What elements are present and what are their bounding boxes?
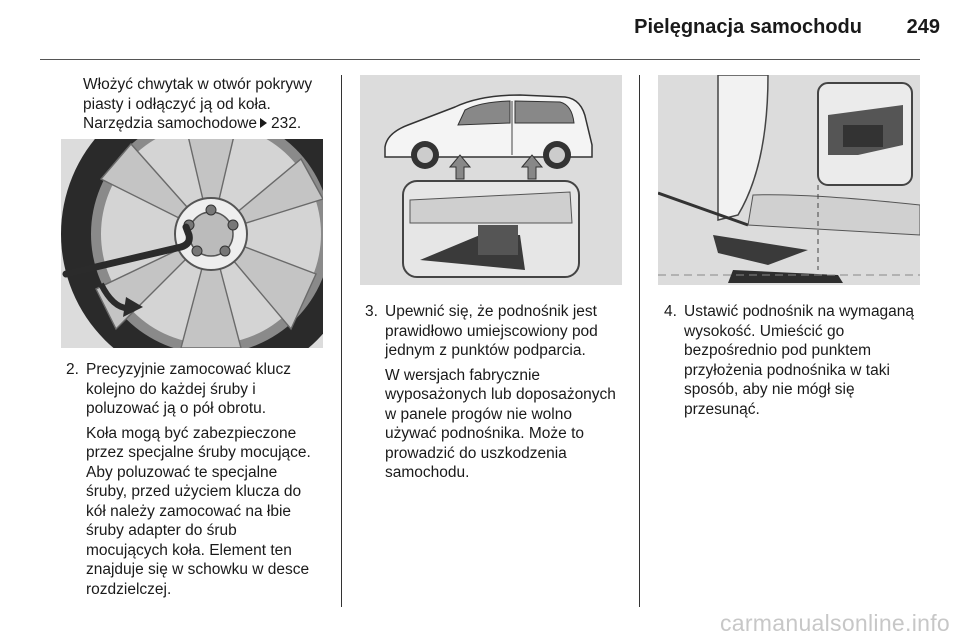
watermark: carmanualsonline.info [719,610,950,636]
page-reference-arrow-icon [260,118,268,128]
step-3-note: W wersjach fabrycznie wyposażonych lub d… [365,366,639,483]
step-3-number: 3. [365,303,378,320]
step-2-note-line: Aby poluzować te specjalne [86,463,278,481]
step-2-line: Precyzyjnie zamocować klucz [86,361,292,378]
step-2-number: 2. [66,361,79,378]
intro-ref-page[interactable]: 232. [271,115,302,132]
step-3-line: prawidłowo umiejscowiony pod [385,322,598,340]
step-2-note-line: znajduje się w schowku w desce [86,561,310,578]
intro-line-3: Narzędzia samochodowe 232. [83,114,341,134]
column-divider-1 [341,75,342,607]
page-number: 249 [906,16,940,38]
step-2-note-line: mocujących koła. Element ten [86,541,292,559]
header-divider [40,59,920,60]
wheel-hub-cap-illustration [61,139,323,348]
step-3-note-line: samochodu. [385,464,470,481]
intro-ref-text: Narzędzia samochodowe [83,115,258,132]
step-2-note-line: śruby adapter do śrub [86,522,237,539]
intro-text: Włożyć chwytak w otwór pokrywy piasty i … [83,75,341,134]
step-2-note-line: rozdzielczej. [86,580,172,598]
step-3-line: Upewnić się, że podnośnik jest [385,303,597,320]
step-2-note-line: śruby, przed użyciem klucza do [86,483,302,500]
step-2: 2. Precyzyjnie zamocować klucz kolejno d… [66,360,341,599]
step-2-note-line: kół należy zamocować na łbie [86,502,292,520]
step-3-note-line: w panele progów nie wolno [385,405,572,423]
step-4-line: przesunąć. [684,400,760,418]
intro-line-2: piasty i odłączyć ją od koła. [83,95,271,113]
step-2-line: poluzować ją o pół obrotu. [86,400,267,417]
step-4: 4. Ustawić podnośnik na wymaganą wysokoś… [664,302,940,419]
step-4-line: sposób, aby nie mógł się [684,381,855,398]
step-4-number: 4. [664,303,677,320]
step-4-line: przyłożenia podnośnika w taki [684,361,890,379]
step-3-line: jednym z punktów podparcia. [385,342,586,359]
step-2-note-line: przez specjalne śruby mocujące. [86,444,311,461]
step-3-note-line: prowadzić do uszkodzenia [385,444,567,462]
step-4-line: wysokość. Umieścić go [684,322,845,340]
step-3-note-line: wyposażonych lub doposażonych [385,386,616,403]
page-header-title: Pielęgnacja samochodu [634,16,862,38]
intro-line-1: Włożyć chwytak w otwór pokrywy [83,76,313,93]
car-jacking-points-illustration [360,75,622,285]
step-3-note-line: W wersjach fabrycznie [385,366,541,384]
step-4-line: Ustawić podnośnik na wymaganą [684,303,915,320]
step-2-note-line: Koła mogą być zabezpieczone [86,424,297,442]
step-2-line: kolejno do każdej śruby i [86,380,256,398]
column-divider-2 [639,75,640,607]
jack-positioning-illustration [658,75,920,285]
step-3-note-line: używać podnośnika. Może to [385,425,585,442]
step-4-line: bezpośrednio pod punktem [684,342,871,359]
step-2-note: Koła mogą być zabezpieczone przez specja… [66,424,341,600]
step-3: 3. Upewnić się, że podnośnik jest prawid… [365,302,639,483]
